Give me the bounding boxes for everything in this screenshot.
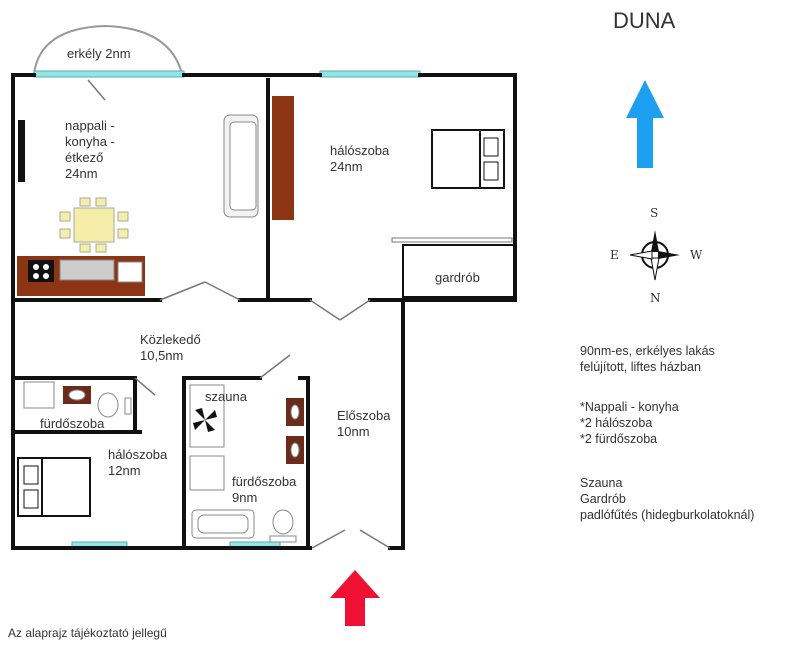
description-features: *Nappali - konyha *2 hálószoba *2 fürdős… xyxy=(580,400,679,446)
compass-west: W xyxy=(690,248,703,262)
toilet-icon xyxy=(272,509,294,535)
compass-rose-icon xyxy=(629,230,680,281)
compass-south: S xyxy=(650,206,659,220)
bed-icon xyxy=(431,129,505,189)
entrance-arrow-icon xyxy=(330,570,380,626)
north-arrow-icon xyxy=(626,80,664,168)
bathroom-sauna-label: fürdőszoba 9nm xyxy=(232,474,297,505)
sauna-fan-icon xyxy=(193,408,217,432)
sauna-label: szauna xyxy=(205,389,247,404)
river-label: DUNA xyxy=(613,8,676,33)
doors xyxy=(87,79,391,549)
wardrobe-rail xyxy=(391,237,513,243)
bathroom-sauna-fixtures xyxy=(189,398,304,543)
disclaimer: Az alaprajz tájékoztató jellegű xyxy=(8,626,167,640)
bathroom-small-fixtures xyxy=(23,381,132,418)
dining-table xyxy=(59,197,129,253)
bedroom-large-label: hálószoba 24nm xyxy=(330,143,390,174)
description-headline: 90nm-es, erkélyes lakás felújított, lift… xyxy=(580,344,715,374)
sauna-booth xyxy=(189,384,225,448)
sofa-icon xyxy=(223,114,259,218)
balcony-outline xyxy=(33,24,183,75)
foyer-label: Előszoba 10nm xyxy=(337,408,391,439)
wardrobe-box xyxy=(402,244,516,298)
bedroom-small-label: hálószoba 12nm xyxy=(108,447,168,478)
compass-north: N xyxy=(650,291,661,305)
tv xyxy=(18,120,25,182)
toilet-icon xyxy=(97,392,119,418)
shower-icon xyxy=(23,381,55,409)
description-extras: Szauna Gardrób padlófűtés (hidegburkolat… xyxy=(580,476,755,522)
balcony-label: erkély 2nm xyxy=(67,46,131,61)
walls xyxy=(11,73,517,550)
kitchen-counter xyxy=(17,256,145,296)
bathroom-small-label: fürdőszoba xyxy=(40,416,105,431)
shower-icon xyxy=(189,455,225,491)
wardrobe-unit xyxy=(272,96,294,220)
compass-east: E xyxy=(610,248,619,262)
living-room-label: nappali - konyha - étkező 24nm xyxy=(65,118,115,181)
hallway-label: Közlekedő 10,5nm xyxy=(140,332,201,363)
bed-icon-small xyxy=(17,457,91,517)
wardrobe-label: gardrób xyxy=(435,270,480,285)
